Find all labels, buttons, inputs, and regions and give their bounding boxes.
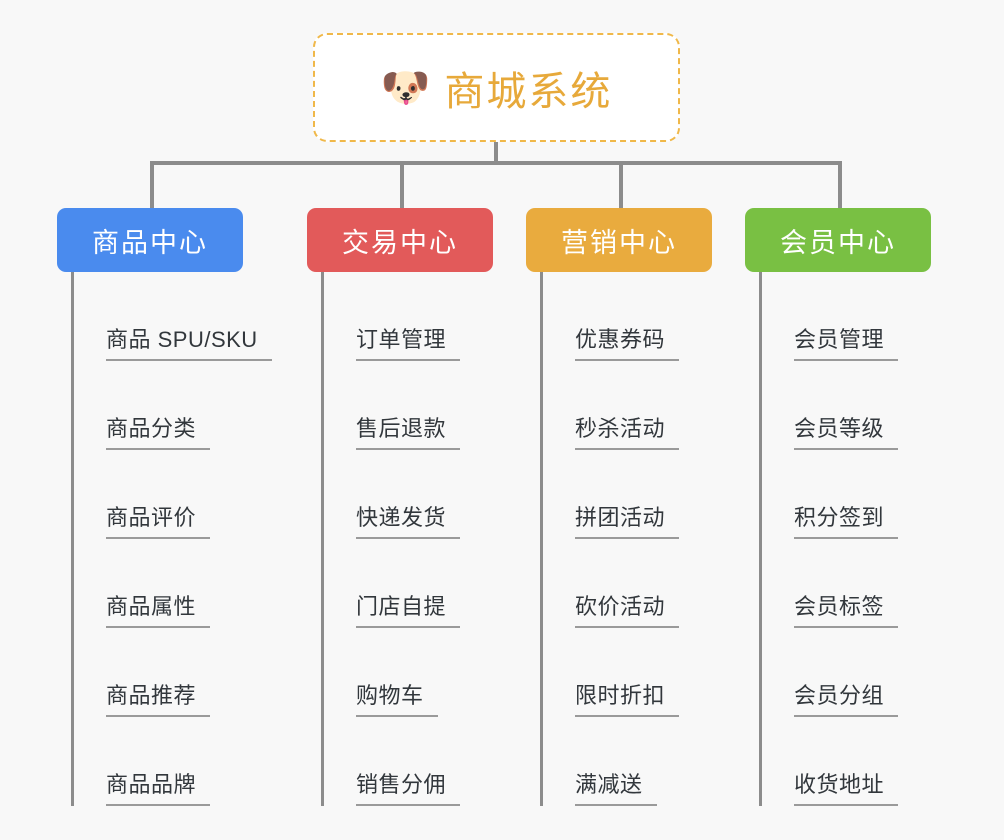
leaf-item-label: 会员管理 [794,327,899,361]
leaf-item-label: 秒杀活动 [575,416,680,450]
leaf-item[interactable]: 会员分组 [762,628,931,717]
leaf-item[interactable]: 会员等级 [762,361,931,450]
leaf-item-label: 限时折扣 [575,683,680,717]
connector-drop-product [150,161,154,208]
leaf-item-label: 销售分佣 [356,772,461,806]
leaf-item[interactable]: 会员标签 [762,539,931,628]
root-title: 商城系统 [444,69,613,114]
column-member: 会员中心会员管理会员等级积分签到会员标签会员分组收货地址 [745,208,931,806]
connector-root-stem [494,142,498,163]
column-header-trade[interactable]: 交易中心 [307,208,493,272]
leaf-item-label: 会员分组 [794,683,899,717]
column-header-marketing[interactable]: 营销中心 [526,208,712,272]
column-body-trade: 订单管理售后退款快递发货门店自提购物车销售分佣 [321,272,493,806]
leaf-item[interactable]: 拼团活动 [543,450,712,539]
leaf-item[interactable]: 售后退款 [324,361,493,450]
leaf-item[interactable]: 秒杀活动 [543,361,712,450]
connector-drop-trade [400,161,404,208]
leaf-item-label: 商品 SPU/SKU [106,327,272,361]
leaf-item[interactable]: 积分签到 [762,450,931,539]
leaf-item[interactable]: 商品评价 [74,450,243,539]
leaf-item[interactable]: 商品 SPU/SKU [74,272,272,361]
root-node[interactable]: 🐶 商城系统 [313,33,680,142]
leaf-item[interactable]: 商品属性 [74,539,243,628]
leaf-item-label: 门店自提 [356,594,461,628]
column-marketing: 营销中心优惠券码秒杀活动拼团活动砍价活动限时折扣满减送 [526,208,712,806]
leaf-item-label: 商品评价 [106,505,211,539]
leaf-item-label: 收货地址 [794,772,899,806]
leaf-item-label: 快递发货 [356,505,461,539]
connector-drop-member [838,161,842,208]
leaf-item[interactable]: 砍价活动 [543,539,712,628]
leaf-item-label: 会员标签 [794,594,899,628]
column-header-product[interactable]: 商品中心 [57,208,243,272]
leaf-item[interactable]: 限时折扣 [543,628,712,717]
leaf-item[interactable]: 商品品牌 [74,717,243,806]
leaf-item-label: 售后退款 [356,416,461,450]
leaf-item[interactable]: 商品分类 [74,361,243,450]
leaf-item-label: 商品品牌 [106,772,211,806]
leaf-item-label: 满减送 [575,772,657,806]
connector-horizontal-bus [150,161,840,165]
leaf-item[interactable]: 快递发货 [324,450,493,539]
leaf-item-label: 商品推荐 [106,683,211,717]
dog-face-icon: 🐶 [380,65,431,110]
column-body-marketing: 优惠券码秒杀活动拼团活动砍价活动限时折扣满减送 [540,272,712,806]
connector-drop-marketing [619,161,623,208]
leaf-item-label: 优惠券码 [575,327,680,361]
leaf-item[interactable]: 会员管理 [762,272,931,361]
leaf-item[interactable]: 购物车 [324,628,493,717]
leaf-item[interactable]: 优惠券码 [543,272,712,361]
leaf-item[interactable]: 收货地址 [762,717,931,806]
leaf-item[interactable]: 销售分佣 [324,717,493,806]
leaf-item-label: 商品分类 [106,416,211,450]
column-body-product: 商品 SPU/SKU 商品分类商品评价商品属性商品推荐商品品牌 [71,272,272,806]
leaf-item-label: 订单管理 [356,327,461,361]
leaf-item-label: 会员等级 [794,416,899,450]
leaf-item-label: 砍价活动 [575,594,680,628]
leaf-item[interactable]: 商品推荐 [74,628,243,717]
column-trade: 交易中心订单管理售后退款快递发货门店自提购物车销售分佣 [307,208,493,806]
leaf-item-label: 积分签到 [794,505,899,539]
leaf-item[interactable]: 门店自提 [324,539,493,628]
leaf-item-label: 拼团活动 [575,505,680,539]
leaf-item-label: 购物车 [356,683,438,717]
column-header-member[interactable]: 会员中心 [745,208,931,272]
leaf-item[interactable]: 订单管理 [324,272,493,361]
column-product: 商品中心商品 SPU/SKU 商品分类商品评价商品属性商品推荐商品品牌 [57,208,272,806]
column-body-member: 会员管理会员等级积分签到会员标签会员分组收货地址 [759,272,931,806]
leaf-item[interactable]: 满减送 [543,717,712,806]
leaf-item-label: 商品属性 [106,594,211,628]
